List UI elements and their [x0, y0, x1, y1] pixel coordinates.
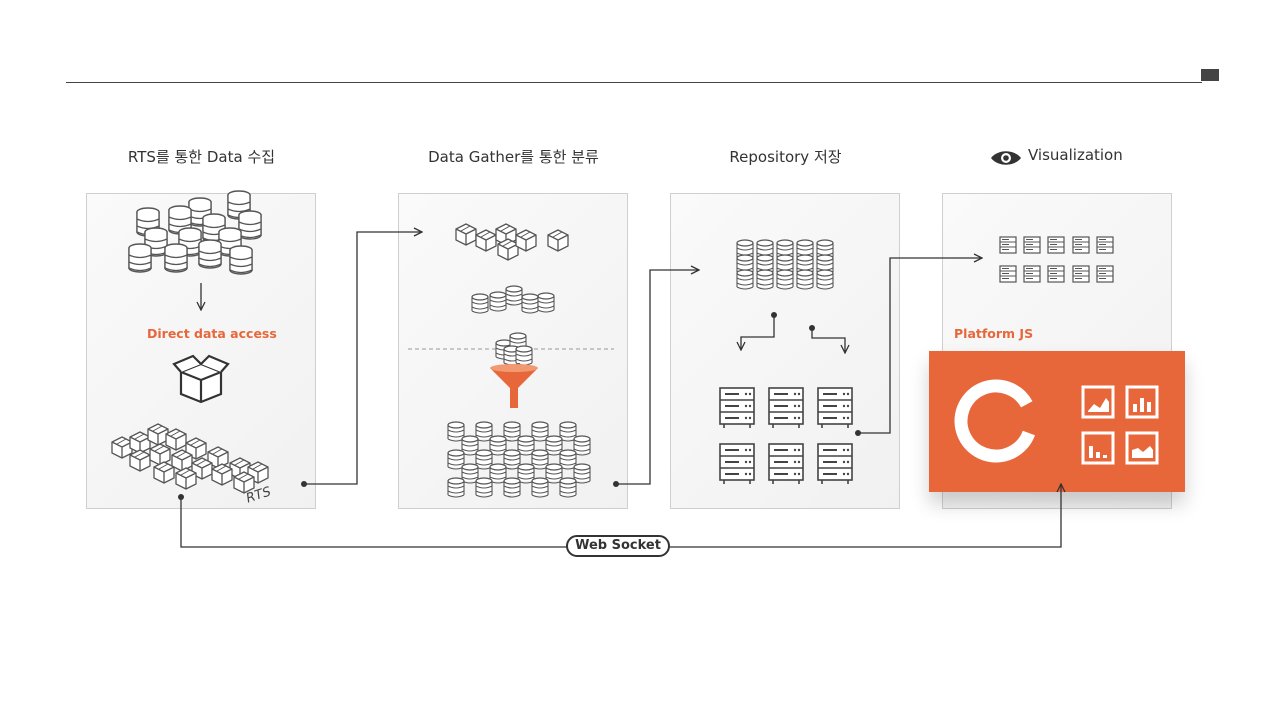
eye-icon	[991, 151, 1021, 165]
connector-collect-to-classify	[304, 232, 422, 485]
funnel-icon	[490, 364, 538, 408]
db-grid-icon	[447, 421, 590, 497]
platform-js-label: Platform JS	[954, 326, 1034, 341]
rts-boxes-icon	[111, 423, 269, 494]
platform-visualization-panel	[929, 351, 1185, 492]
db-stack-icon	[736, 239, 834, 289]
split-arrow-left	[741, 315, 775, 350]
db-group-icon	[471, 285, 555, 314]
split-arrow-right	[811, 328, 845, 353]
column-title-collect: RTS를 통한 Data 수집	[127, 148, 276, 166]
column-title-classify: Data Gather를 통한 분류	[428, 148, 599, 166]
bar-chart-small-icon	[1081, 431, 1115, 465]
bar-chart-icon	[1125, 385, 1159, 419]
direct-data-access-label: Direct data access	[147, 326, 277, 341]
column-title-repository: Repository 저장	[729, 148, 842, 166]
database-cluster-icon	[128, 190, 262, 275]
small-server-grid-icon	[999, 236, 1114, 283]
connector-repository-to-visualization	[858, 258, 982, 434]
db-funnel-input-icon	[495, 332, 533, 366]
connector-classify-to-repository	[616, 270, 699, 485]
open-box-icon	[172, 354, 230, 404]
server-rack-icon	[719, 387, 853, 485]
header-rule	[66, 82, 1202, 83]
donut-chart-icon	[954, 379, 1038, 463]
area-chart-small-icon	[1125, 431, 1159, 465]
header-marker	[1201, 69, 1219, 81]
boxes-group-icon	[455, 223, 569, 261]
flow-connectors	[180, 232, 1061, 548]
area-chart-icon	[1081, 385, 1115, 419]
column-title-visualization: Visualization	[1028, 146, 1123, 164]
web-socket-badge: Web Socket	[566, 535, 670, 557]
